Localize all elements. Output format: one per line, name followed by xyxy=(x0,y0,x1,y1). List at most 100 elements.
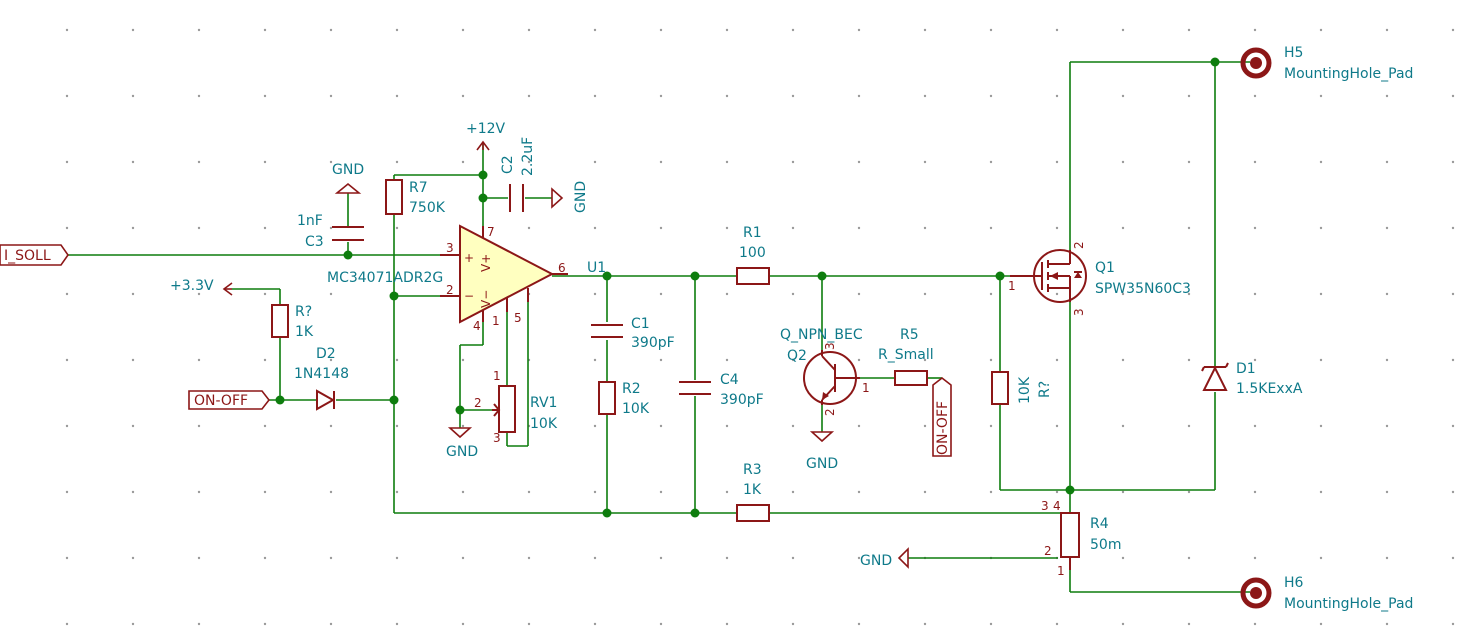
r4-pin2: 2 xyxy=(1044,544,1052,558)
r4-value: 50m xyxy=(1090,537,1121,553)
c4-ref: C4 xyxy=(720,372,739,388)
rgs-ref: R? xyxy=(1037,381,1053,398)
d1-ref: D1 xyxy=(1236,361,1256,377)
d1-tvs-diode: D1 1.5KExxA xyxy=(1201,361,1303,397)
gnd-label-r4: GND xyxy=(860,553,892,569)
h6-mounting-hole: H6 MountingHole_Pad xyxy=(1240,575,1413,612)
u1-pin7: 7 xyxy=(487,225,495,239)
r-unknown-resistor: R? 1K xyxy=(271,304,314,340)
c3-value: 1nF xyxy=(297,213,323,229)
u1-opamp: 3 2 7 4 6 1 5 + − V+ V− U1 MC34071ADR2G xyxy=(327,224,606,333)
q2-pin2: 2 xyxy=(823,408,837,416)
q2-pin1: 1 xyxy=(862,381,870,395)
c1-value: 390pF xyxy=(631,335,675,351)
net-label-i-soll: I_SOLL xyxy=(0,244,69,266)
r3-ref: R3 xyxy=(743,462,762,478)
u1-pin6: 6 xyxy=(558,261,566,275)
u1-ref: U1 xyxy=(587,260,606,276)
r-gate-resistor: 10K R? xyxy=(991,371,1053,405)
c4-value: 390pF xyxy=(720,392,764,408)
h6-ref: H6 xyxy=(1284,575,1304,591)
u1-pin1: 1 xyxy=(492,314,500,328)
rq-ref: R? xyxy=(295,304,312,320)
q1-pin3: 3 xyxy=(1072,308,1086,316)
r7-value: 750K xyxy=(409,200,446,216)
rq-value: 1K xyxy=(295,324,314,340)
q2-pin3: 3 xyxy=(823,342,837,350)
r4-ref: R4 xyxy=(1090,516,1109,532)
q2-npn-transistor: 1 2 3 Q_NPN_BEC Q2 xyxy=(780,327,870,416)
u1-pin3: 3 xyxy=(446,241,454,255)
u1-plus: + xyxy=(464,251,474,265)
q2-ref: Q2 xyxy=(787,348,807,364)
u1-vminus: V− xyxy=(479,290,493,308)
r4-shunt-resistor: 3 4 2 1 R4 50m xyxy=(1041,499,1121,578)
r5-resistor: R5 R_Small xyxy=(878,327,934,386)
c3-ref: C3 xyxy=(305,234,324,250)
d2-value: 1N4148 xyxy=(294,366,349,382)
q1-mosfet: 1 2 3 Q1 SPW35N60C3 xyxy=(1008,241,1191,316)
r3-resistor: R3 1K xyxy=(736,462,770,522)
r4-pin1: 1 xyxy=(1057,564,1065,578)
c2-value: 2.2uF xyxy=(520,137,536,176)
net-label-on-off-left: ON-OFF xyxy=(188,390,271,410)
d2-ref: D2 xyxy=(316,346,336,362)
c1-ref: C1 xyxy=(631,316,650,332)
rgs-value: 10K xyxy=(1017,376,1033,404)
q1-ref: Q1 xyxy=(1095,260,1115,276)
h6-value: MountingHole_Pad xyxy=(1284,596,1413,612)
gnd-label-u1: GND xyxy=(446,444,478,460)
q1-value: SPW35N60C3 xyxy=(1095,281,1191,297)
r5-value: R_Small xyxy=(878,347,934,363)
r4-pin3: 3 xyxy=(1041,499,1049,513)
gnd-symbol-r4: GND xyxy=(860,547,909,569)
power-12v-symbol: +12V xyxy=(466,121,506,151)
h5-value: MountingHole_Pad xyxy=(1284,66,1413,82)
u1-minus: − xyxy=(464,289,474,303)
net-label-on-off-right: ON-OFF xyxy=(932,376,952,457)
u1-value: MC34071ADR2G xyxy=(327,270,443,286)
gnd-label-c2: GND xyxy=(573,181,589,213)
gnd-symbol-c3: GND xyxy=(332,162,364,194)
on-off-label-right: ON-OFF xyxy=(935,401,951,455)
c2-capacitor: C2 2.2uF xyxy=(500,137,536,212)
rv1-ref: RV1 xyxy=(530,395,557,411)
rv1-potentiometer: 1 2 3 RV1 10K xyxy=(474,369,558,445)
r5-ref: R5 xyxy=(900,327,919,343)
r3-value: 1K xyxy=(743,482,762,498)
u1-pin2: 2 xyxy=(446,283,454,297)
rv1-pin2: 2 xyxy=(474,396,482,410)
on-off-label-left: ON-OFF xyxy=(194,393,248,409)
h5-mounting-hole: H5 MountingHole_Pad xyxy=(1240,45,1413,82)
u1-vplus: V+ xyxy=(479,254,493,272)
r2-resistor: R2 10K xyxy=(598,381,650,417)
d2-diode: D2 1N4148 xyxy=(294,346,349,411)
r1-value: 100 xyxy=(739,245,766,261)
d1-value: 1.5KExxA xyxy=(1236,381,1303,397)
r1-ref: R1 xyxy=(743,225,762,241)
gnd-label-q2: GND xyxy=(806,456,838,472)
r2-ref: R2 xyxy=(622,381,641,397)
u1-pin4: 4 xyxy=(473,319,481,333)
rv1-pin1: 1 xyxy=(493,369,501,383)
rv1-value: 10K xyxy=(530,416,558,432)
r7-resistor: R7 750K xyxy=(385,179,446,216)
r2-value: 10K xyxy=(622,401,650,417)
vcc33-label: +3.3V xyxy=(170,278,214,294)
rv1-pin3: 3 xyxy=(493,431,501,445)
r1-resistor: R1 100 xyxy=(736,225,770,285)
vcc12-label: +12V xyxy=(466,121,506,137)
q1-pin1: 1 xyxy=(1008,279,1016,293)
q2-value: Q_NPN_BEC xyxy=(780,327,863,343)
q1-pin2: 2 xyxy=(1072,241,1086,249)
c4-capacitor: C4 390pF xyxy=(679,372,764,408)
power-3v3-symbol: +3.3V xyxy=(170,278,233,296)
gnd-symbol-u1: GND xyxy=(446,427,478,460)
r4-pin4: 4 xyxy=(1053,499,1061,513)
u1-pin5: 5 xyxy=(514,311,522,325)
c1-capacitor: C1 390pF xyxy=(591,316,675,351)
gnd-label-c3: GND xyxy=(332,162,364,178)
h5-ref: H5 xyxy=(1284,45,1303,61)
r7-ref: R7 xyxy=(409,180,428,196)
